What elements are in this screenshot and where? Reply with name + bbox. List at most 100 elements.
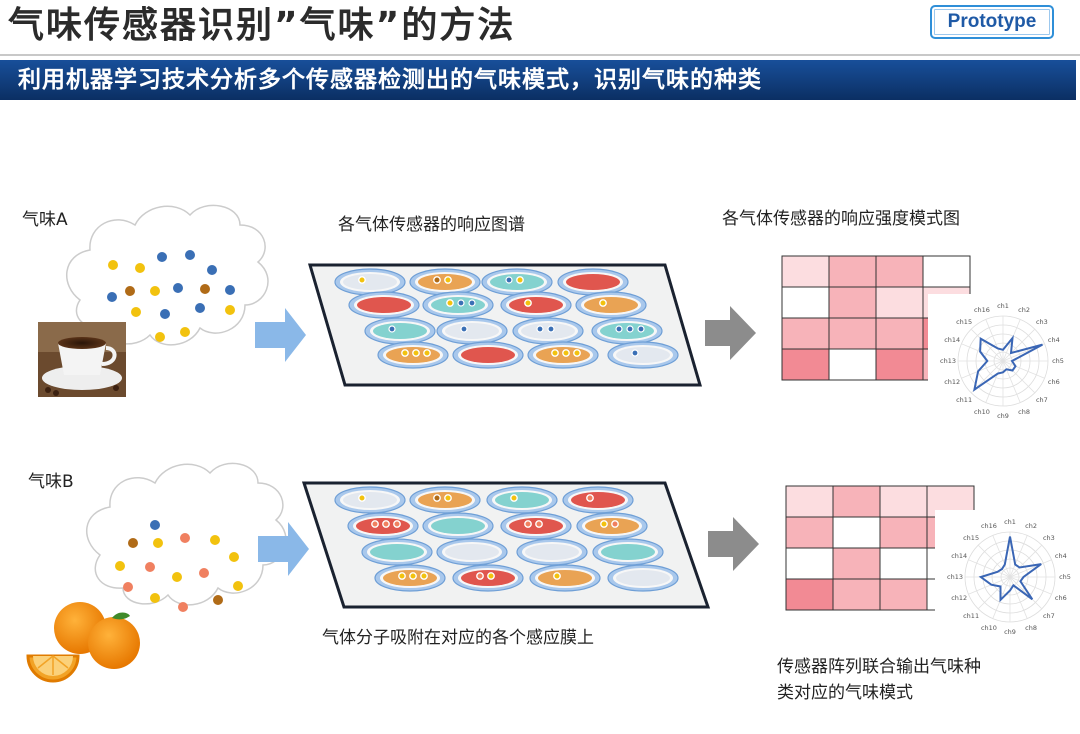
blue-arrow-a (255, 308, 306, 362)
gray-arrow-b (708, 517, 759, 571)
page-title: 气味传感器识别”气味”的方法 (8, 5, 516, 46)
odor-b-molecules (115, 520, 243, 612)
heatmap-cell (832, 547, 881, 580)
molecule-dot (157, 252, 167, 262)
sensor-film (557, 268, 629, 296)
gray-arrow-a (705, 306, 756, 360)
sensor-film (591, 317, 663, 345)
radar-chart-b: ch1ch2ch3ch4ch5ch6ch7ch8ch9ch10ch11ch12c… (935, 510, 1080, 646)
blue-arrow-b (258, 522, 309, 576)
molecule-dot (178, 602, 188, 612)
molecule-dot (225, 285, 235, 295)
radar-channel-label: ch6 (1055, 594, 1067, 602)
heatmap-cell (781, 255, 830, 288)
heatmap-cell (875, 255, 924, 288)
molecule-dot (150, 593, 160, 603)
heatmap-cell (879, 578, 928, 611)
sensor-array-b (334, 486, 679, 592)
molecule-dot (233, 581, 243, 591)
sensor-film (527, 341, 599, 369)
sensor-film (500, 512, 572, 540)
molecule-dot (128, 538, 138, 548)
heatmap-cell (781, 317, 830, 350)
radar-channel-label: ch6 (1048, 378, 1060, 386)
molecule-dot (131, 307, 141, 317)
coffee-cup-image (38, 322, 126, 397)
radar-channel-label: ch10 (981, 624, 997, 632)
sensor-film (516, 538, 588, 566)
radar-channel-label: ch13 (940, 357, 956, 365)
radar-channel-label: ch9 (1004, 628, 1016, 636)
radar-channel-label: ch16 (981, 522, 997, 530)
sensor-film (409, 268, 481, 296)
sensor-film (452, 564, 524, 592)
sensor-film (334, 268, 406, 296)
molecule-dot (125, 286, 135, 296)
radar-channel-label: ch10 (974, 408, 990, 416)
molecule-dot (107, 292, 117, 302)
molecule-dot (173, 283, 183, 293)
radar-channel-label: ch3 (1036, 318, 1048, 326)
molecule-dot (123, 582, 133, 592)
title-divider (0, 54, 1080, 56)
molecule-dot (108, 260, 118, 270)
heatmap-cell (875, 348, 924, 381)
sensor-film (452, 341, 524, 369)
molecule-dot (229, 552, 239, 562)
radar-channel-label: ch14 (944, 336, 960, 344)
heatmap-cell (828, 348, 877, 381)
sensor-film (334, 486, 406, 514)
heatmap-cell (879, 516, 928, 549)
heatmap-cell (785, 578, 834, 611)
molecule-dot (213, 595, 223, 605)
odor-a-label: 气味A (22, 210, 68, 230)
radar-channel-label: ch1 (997, 302, 1009, 310)
radar-chart-a: ch1ch2ch3ch4ch5ch6ch7ch8ch9ch10ch11ch12c… (928, 294, 1078, 430)
sensor-film (364, 317, 436, 345)
sensor-film (486, 486, 558, 514)
radar-channel-label: ch11 (956, 396, 972, 404)
radar-channel-label: ch16 (974, 306, 990, 314)
sensor-film (575, 291, 647, 319)
molecule-dot (225, 305, 235, 315)
radar-channel-label: ch15 (956, 318, 972, 326)
odor-a-cloud (66, 204, 269, 346)
molecule-dot (160, 309, 170, 319)
sensor-film (592, 538, 664, 566)
sensor-film (422, 291, 494, 319)
molecule-dot (207, 265, 217, 275)
heatmap-cell (922, 255, 971, 288)
heatmap-cell (832, 578, 881, 611)
radar-channel-label: ch7 (1036, 396, 1048, 404)
prototype-badge: Prototype (930, 5, 1054, 39)
sensor-film (607, 341, 679, 369)
sensor-array-a (334, 268, 679, 369)
radar-channel-label: ch12 (951, 594, 967, 602)
molecule-dot (150, 520, 160, 530)
output-caption: 传感器阵列联合输出气味种 类对应的气味模式 (777, 654, 981, 706)
sensor-film (374, 564, 446, 592)
molecule-dot (180, 533, 190, 543)
molecule-dot (145, 562, 155, 572)
sensor-film (512, 317, 584, 345)
radar-channel-label: ch5 (1052, 357, 1064, 365)
sensor-film (347, 512, 419, 540)
molecule-dot (115, 561, 125, 571)
sensor-response-caption: 各气体传感器的响应图谱 (338, 215, 525, 235)
molecule-dot (135, 263, 145, 273)
odor-b-label: 气味B (28, 472, 74, 492)
radar-channel-label: ch2 (1025, 522, 1037, 530)
output-caption-line1: 传感器阵列联合输出气味种 (777, 657, 981, 677)
molecule-dot (155, 332, 165, 342)
molecule-dot (150, 286, 160, 296)
radar-channel-label: ch14 (951, 552, 967, 560)
sensor-film (348, 291, 420, 319)
sensor-film (481, 268, 553, 296)
heatmap-cell (785, 547, 834, 580)
heatmap-cell (785, 485, 834, 518)
sensor-film (529, 564, 601, 592)
heatmap-cell (832, 485, 881, 518)
sensor-film (409, 486, 481, 514)
radar-channel-label: ch9 (997, 412, 1009, 420)
